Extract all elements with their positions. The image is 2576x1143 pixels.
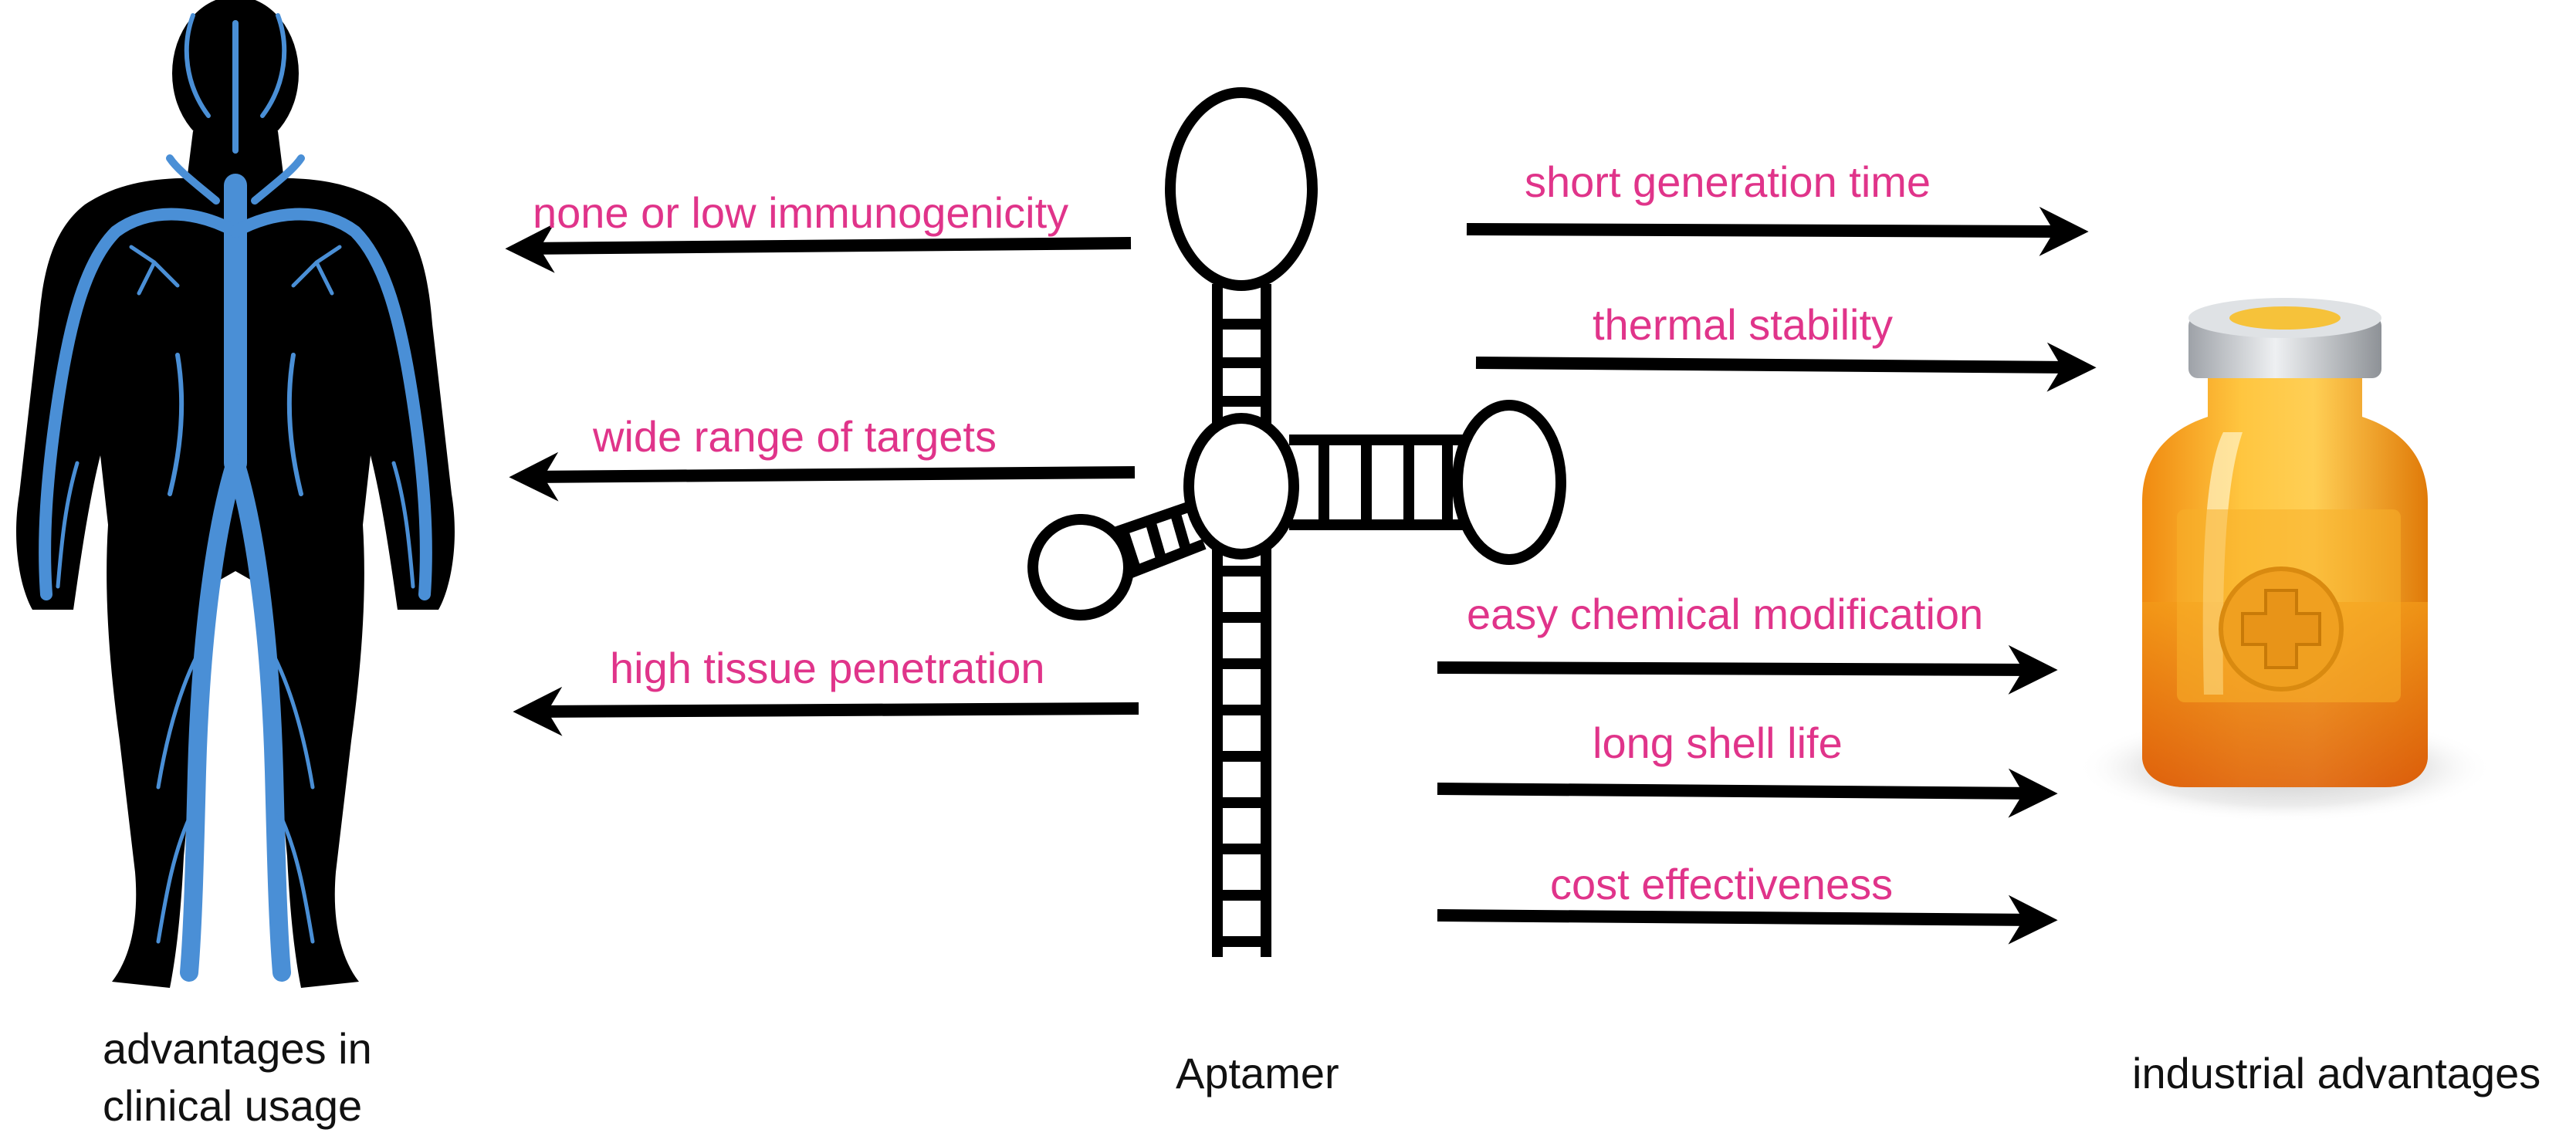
label-thermal-stability: thermal stability: [1593, 300, 1893, 349]
label-chemical-modification: easy chemical modification: [1467, 590, 1983, 638]
caption-industrial: industrial advantages: [2132, 1049, 2540, 1097]
caption-aptamer: Aptamer: [1176, 1049, 1339, 1097]
left-arrows: [525, 243, 1139, 712]
label-cost-effectiveness: cost effectiveness: [1550, 860, 1893, 908]
arrow-immunogenicity: [525, 243, 1131, 249]
label-penetration: high tissue penetration: [610, 644, 1045, 692]
arrow-generation-time: [1467, 229, 2069, 232]
label-immunogenicity: none or low immunogenicity: [533, 188, 1068, 237]
arrow-shell-life: [1437, 789, 2038, 793]
arrow-targets: [529, 472, 1135, 477]
label-shell-life: long shell life: [1593, 719, 1843, 767]
human-body-vascular-icon: [16, 0, 455, 988]
caption-clinical-line1: advantages in: [103, 1024, 372, 1073]
label-generation-time: short generation time: [1525, 157, 1931, 206]
label-targets: wide range of targets: [592, 412, 997, 461]
medicine-bottle-icon: [2077, 298, 2493, 822]
arrow-cost-effectiveness: [1437, 915, 2038, 920]
aptamer-structure-icon: [1020, 93, 1561, 957]
caption-clinical-line2: clinical usage: [103, 1081, 362, 1130]
arrow-chemical-modification: [1437, 668, 2038, 670]
arrow-thermal-stability: [1476, 363, 2077, 367]
arrow-penetration: [533, 708, 1139, 712]
